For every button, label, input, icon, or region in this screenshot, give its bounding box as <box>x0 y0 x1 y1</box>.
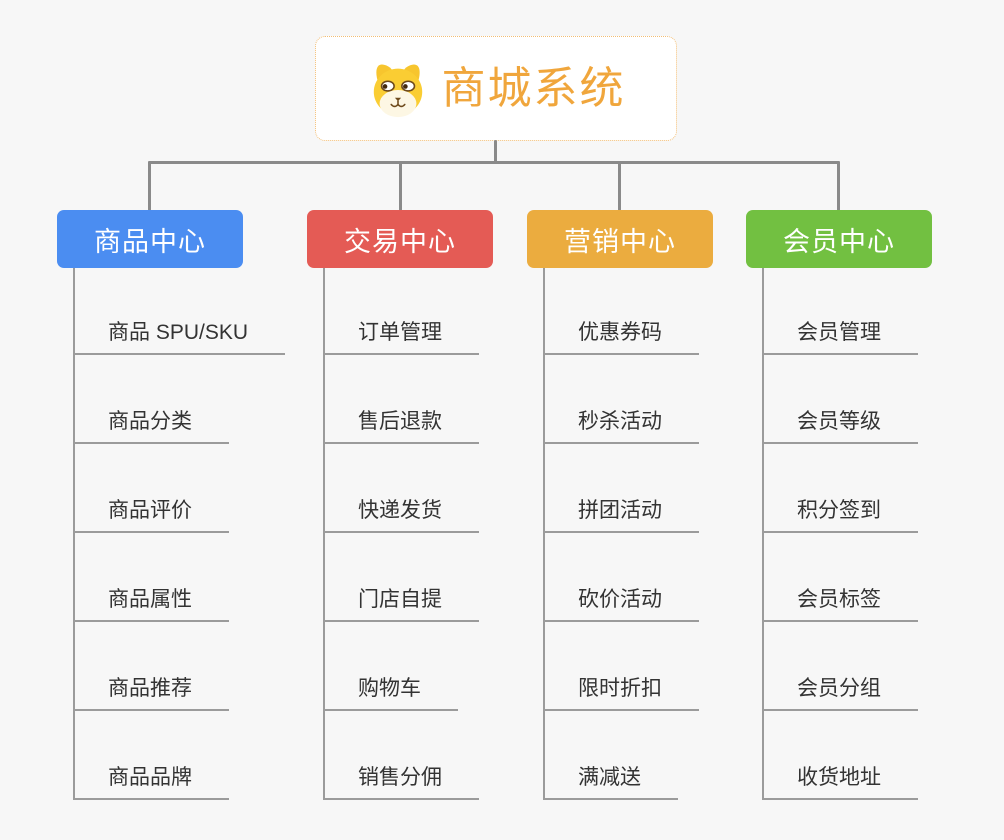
leaf-node: 会员等级 <box>764 355 918 444</box>
branch-header-members[interactable]: 会员中心 <box>746 210 932 268</box>
branch-column-trade: 交易中心 订单管理 售后退款 快递发货 门店自提 购物车 销售分佣 <box>307 210 567 800</box>
leaf-label[interactable]: 商品推荐 <box>75 672 229 711</box>
leaf-label[interactable]: 积分签到 <box>764 494 918 533</box>
leaf-node: 商品评价 <box>75 444 285 533</box>
connector-riser-marketing <box>618 161 621 211</box>
branch-header-marketing[interactable]: 营销中心 <box>527 210 713 268</box>
leaf-node: 积分签到 <box>764 444 918 533</box>
leaf-node: 售后退款 <box>325 355 479 444</box>
leaf-label[interactable]: 商品评价 <box>75 494 229 533</box>
dog-mascot-icon <box>373 64 422 117</box>
leaf-node: 门店自提 <box>325 533 479 622</box>
leaf-node: 拼团活动 <box>545 444 699 533</box>
leaf-node: 限时折扣 <box>545 622 699 711</box>
leaf-label[interactable]: 会员分组 <box>764 672 918 711</box>
leaf-node: 砍价活动 <box>545 533 699 622</box>
leaf-label[interactable]: 购物车 <box>325 672 458 711</box>
connector-bus <box>148 161 840 164</box>
leaf-label[interactable]: 会员标签 <box>764 583 918 622</box>
leaf-label[interactable]: 商品分类 <box>75 405 229 444</box>
leaf-label[interactable]: 优惠券码 <box>545 316 699 355</box>
leaf-node: 商品 SPU/SKU <box>75 268 286 355</box>
connector-riser-members <box>837 161 840 211</box>
leaf-node: 商品推荐 <box>75 622 285 711</box>
leaf-node: 商品品牌 <box>75 711 285 800</box>
leaf-label[interactable]: 会员管理 <box>764 316 918 355</box>
leaf-list-trade: 订单管理 售后退款 快递发货 门店自提 购物车 销售分佣 <box>323 268 479 800</box>
leaf-label[interactable]: 收货地址 <box>764 761 918 800</box>
leaf-label[interactable]: 拼团活动 <box>545 494 699 533</box>
leaf-node: 满减送 <box>545 711 699 800</box>
leaf-label[interactable]: 会员等级 <box>764 405 918 444</box>
leaf-node: 会员分组 <box>764 622 918 711</box>
leaf-node: 购物车 <box>325 622 479 711</box>
leaf-node: 优惠券码 <box>545 268 699 355</box>
branch-header-trade[interactable]: 交易中心 <box>307 210 493 268</box>
leaf-label[interactable]: 快递发货 <box>325 494 479 533</box>
leaf-node: 会员标签 <box>764 533 918 622</box>
leaf-label[interactable]: 秒杀活动 <box>545 405 699 444</box>
leaf-list-members: 会员管理 会员等级 积分签到 会员标签 会员分组 收货地址 <box>762 268 918 800</box>
leaf-list-marketing: 优惠券码 秒杀活动 拼团活动 砍价活动 限时折扣 满减送 <box>543 268 699 800</box>
leaf-label[interactable]: 订单管理 <box>325 316 479 355</box>
leaf-label[interactable]: 限时折扣 <box>545 672 699 711</box>
leaf-node: 会员管理 <box>764 268 918 355</box>
leaf-label[interactable]: 售后退款 <box>325 405 479 444</box>
leaf-node: 销售分佣 <box>325 711 479 800</box>
leaf-label[interactable]: 商品品牌 <box>75 761 229 800</box>
leaf-label[interactable]: 门店自提 <box>325 583 479 622</box>
leaf-node: 商品分类 <box>75 355 285 444</box>
branch-column-products: 商品中心 商品 SPU/SKU 商品分类 商品评价 商品属性 商品推荐 商品品牌 <box>57 210 317 800</box>
leaf-label[interactable]: 满减送 <box>545 761 678 800</box>
connector-riser-products <box>148 161 151 211</box>
branch-column-marketing: 营销中心 优惠券码 秒杀活动 拼团活动 砍价活动 限时折扣 满减送 <box>527 210 787 800</box>
leaf-label[interactable]: 商品属性 <box>75 583 229 622</box>
leaf-label[interactable]: 销售分佣 <box>325 761 479 800</box>
leaf-label[interactable]: 砍价活动 <box>545 583 699 622</box>
leaf-node: 订单管理 <box>325 268 479 355</box>
root-node[interactable]: 商城系统 <box>315 36 677 141</box>
connector-riser-trade <box>399 161 402 211</box>
branch-header-products[interactable]: 商品中心 <box>57 210 243 268</box>
leaf-node: 商品属性 <box>75 533 285 622</box>
branch-column-members: 会员中心 会员管理 会员等级 积分签到 会员标签 会员分组 收货地址 <box>746 210 1004 800</box>
connector-root-stem <box>494 140 497 163</box>
leaf-list-products: 商品 SPU/SKU 商品分类 商品评价 商品属性 商品推荐 商品品牌 <box>73 268 286 800</box>
root-title: 商城系统 <box>441 63 626 113</box>
leaf-node: 快递发货 <box>325 444 479 533</box>
leaf-node: 收货地址 <box>764 711 918 800</box>
leaf-label[interactable]: 商品 SPU/SKU <box>75 316 286 355</box>
leaf-node: 秒杀活动 <box>545 355 699 444</box>
